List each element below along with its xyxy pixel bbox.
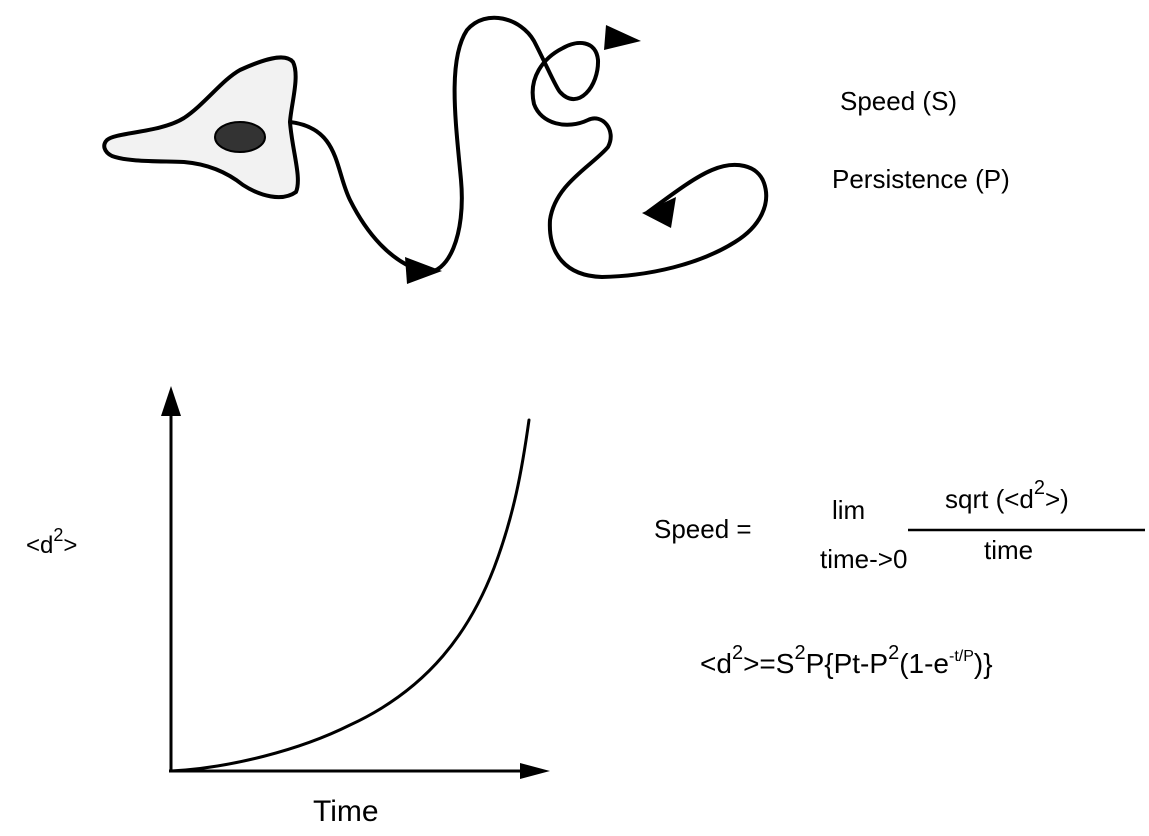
graph-x-axis-arrowhead bbox=[520, 763, 550, 779]
graph-y-axis-arrowhead bbox=[161, 386, 181, 416]
msd-exponent: -t/P bbox=[948, 648, 974, 665]
cell-nucleus bbox=[214, 121, 266, 153]
graph-y-label-tail: > bbox=[63, 532, 78, 559]
graph-y-label-sup: 2 bbox=[53, 525, 64, 545]
msd-curve bbox=[169, 418, 531, 773]
msd-sup-2: 2 bbox=[794, 642, 806, 664]
graph-y-label-main: <d bbox=[26, 532, 54, 559]
speed-formula-numerator: sqrt (<d2>) bbox=[945, 478, 1069, 514]
graph-y-label: <d2> bbox=[26, 526, 78, 559]
msd-part-4: (1-e bbox=[899, 648, 949, 679]
msd-part-5: )} bbox=[973, 648, 993, 679]
msd-sup-3: 2 bbox=[888, 642, 900, 664]
path-arrowhead-2 bbox=[604, 25, 641, 50]
speed-formula-denominator: time bbox=[984, 535, 1034, 565]
msd-part-2: >=S bbox=[743, 648, 795, 679]
speed-numerator-main: sqrt (<d bbox=[945, 484, 1034, 514]
path-arrowhead-1 bbox=[405, 257, 442, 284]
msd-part-1: <d bbox=[700, 648, 732, 679]
msd-part-3: P{Pt-P bbox=[805, 648, 889, 679]
speed-formula-lhs: Speed = bbox=[654, 514, 752, 544]
cell-body bbox=[102, 55, 300, 200]
path-arrowhead-3 bbox=[642, 197, 676, 228]
graph-x-label: Time bbox=[313, 795, 379, 828]
speed-numerator-sup: 2 bbox=[1033, 477, 1045, 499]
speed-label: Speed (S) bbox=[840, 86, 958, 116]
msd-sup-1: 2 bbox=[731, 642, 744, 664]
msd-formula: <d2>=S2P{Pt-P2(1-e-t/P)} bbox=[700, 643, 993, 679]
speed-numerator-tail: >) bbox=[1045, 484, 1069, 514]
speed-formula-lim: lim bbox=[832, 495, 866, 525]
speed-formula-limit-condition: time->0 bbox=[820, 544, 908, 574]
persistence-label: Persistence (P) bbox=[832, 164, 1010, 194]
migration-path bbox=[288, 15, 769, 279]
